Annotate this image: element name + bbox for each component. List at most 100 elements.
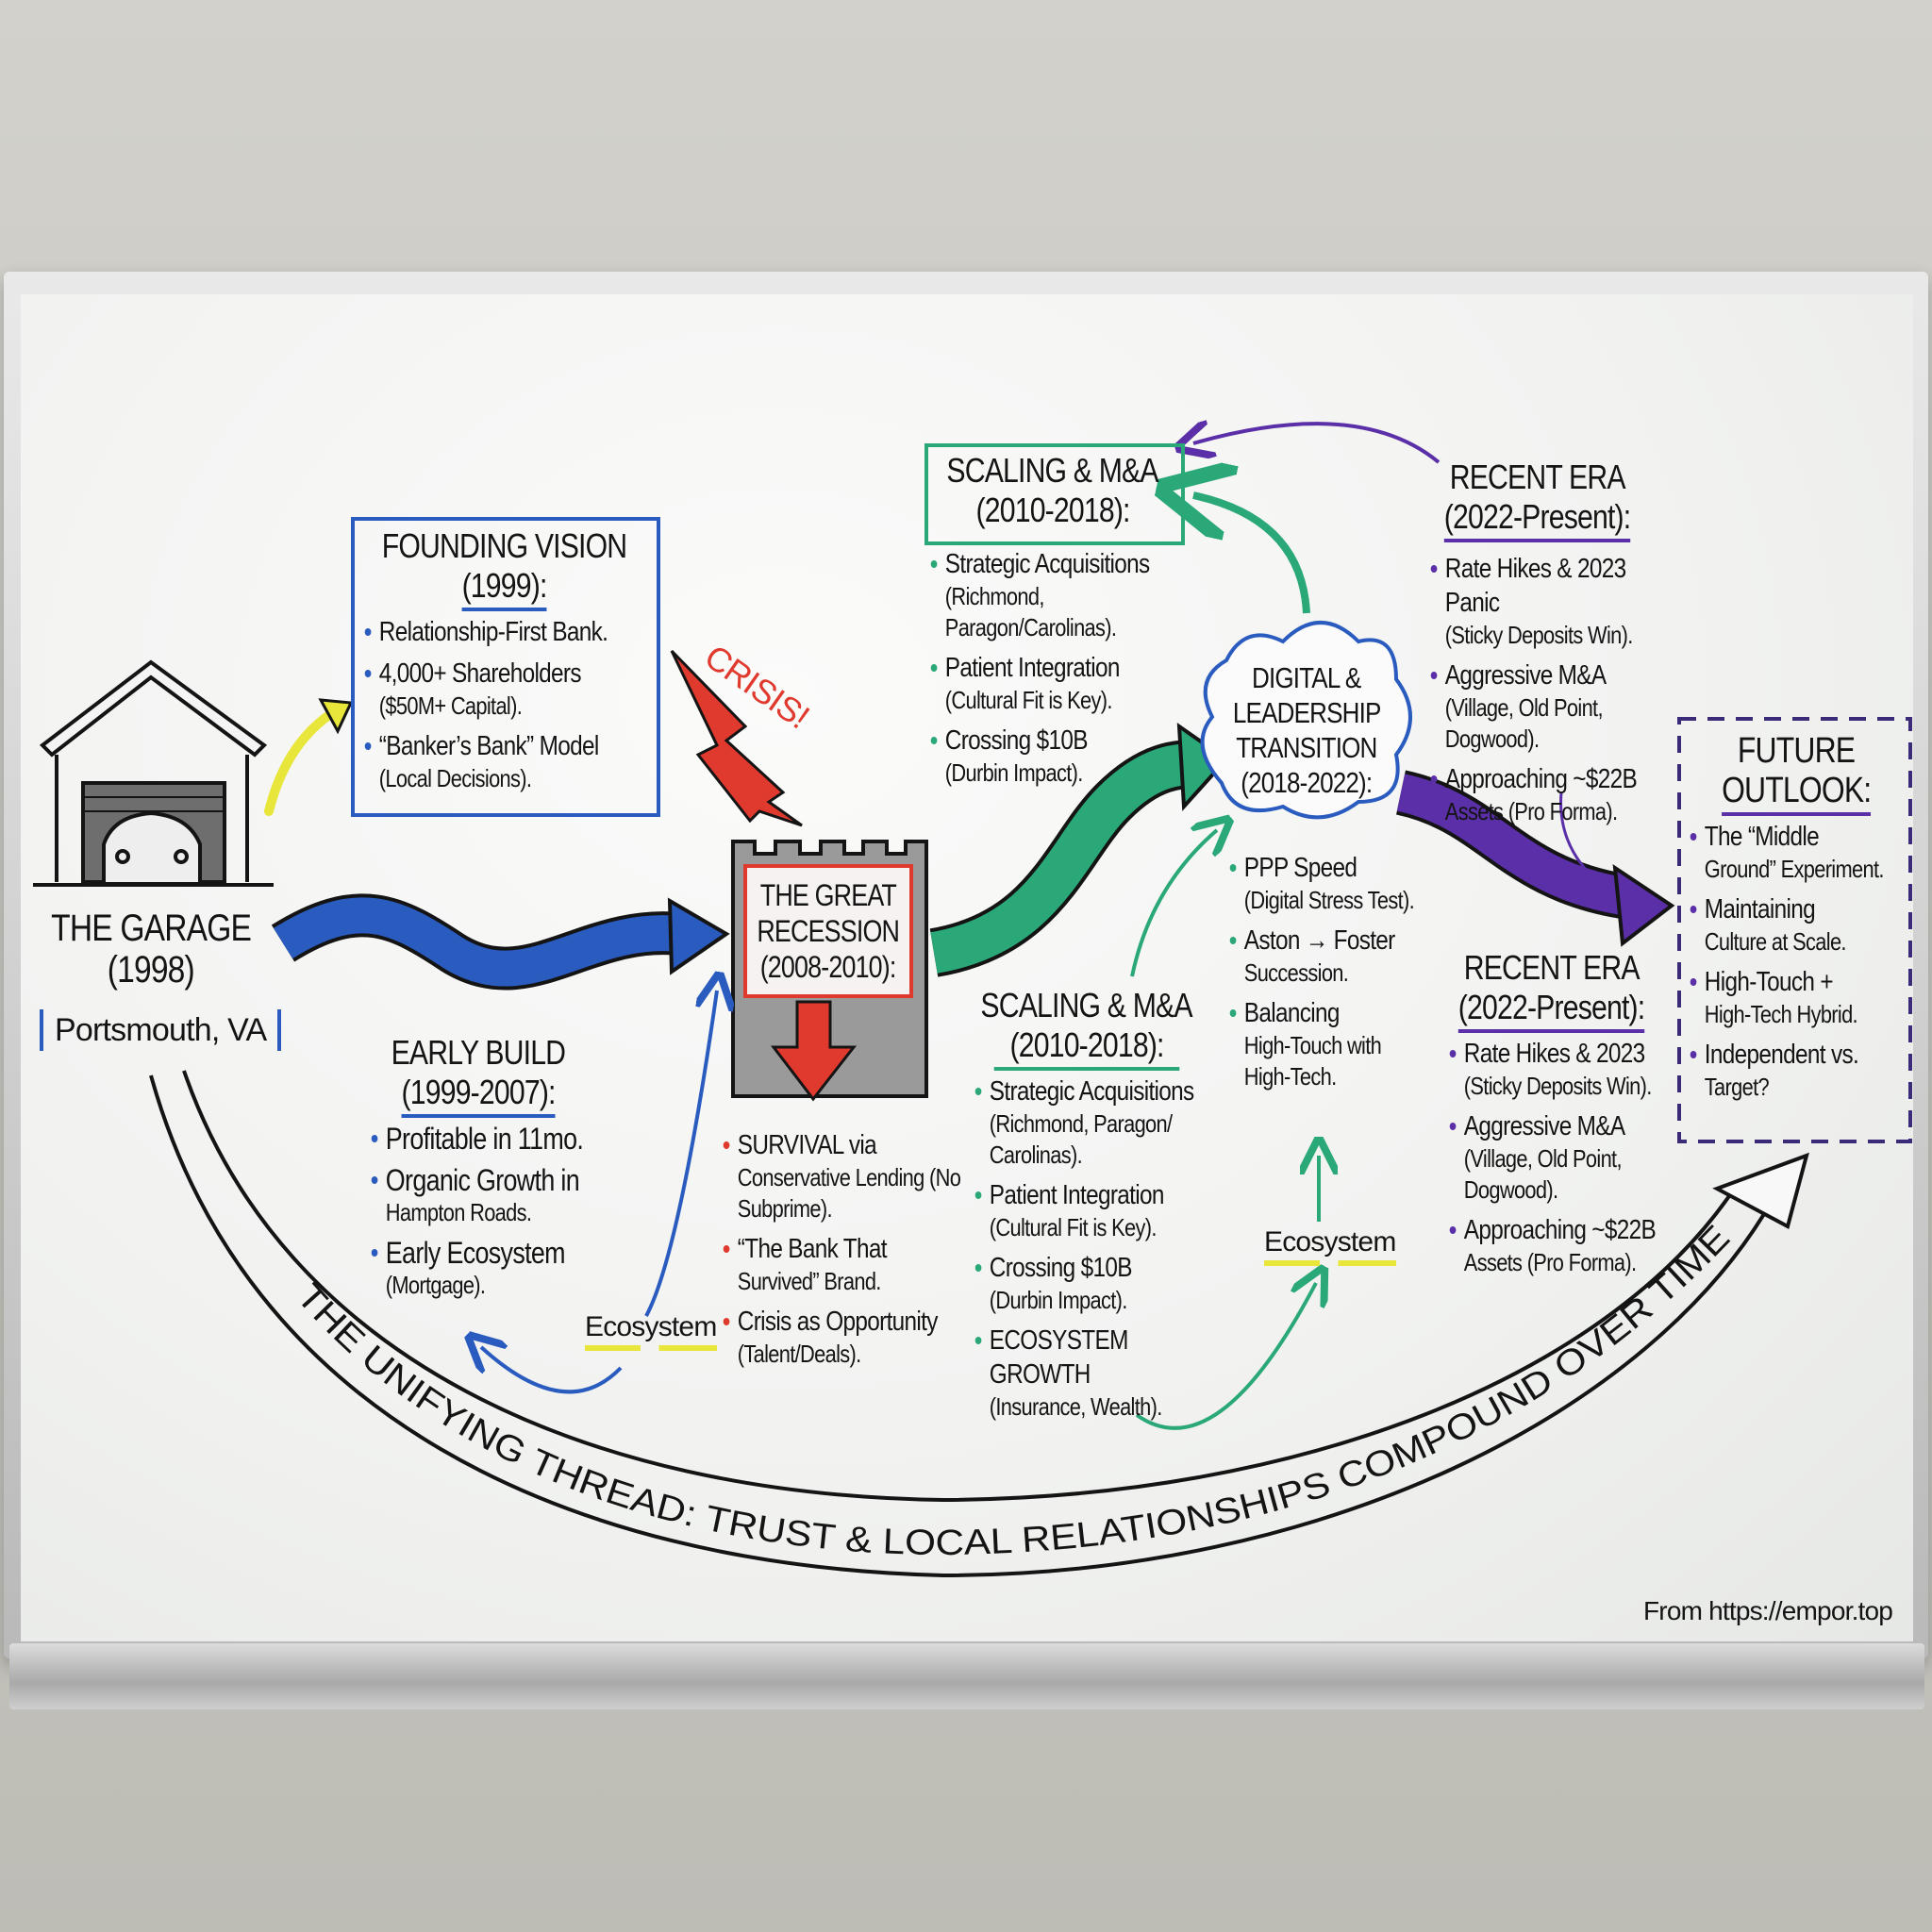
- bullet-text: Rate Hikes & 2023: [1463, 1039, 1645, 1069]
- bullet-item: Rate Hikes & 2023 Panic(Sticky Deposits …: [1429, 552, 1670, 651]
- title-line: RECESSION: [757, 914, 901, 948]
- bullet-text: Relationship-First Bank.: [378, 617, 608, 647]
- bullet-dot-icon: [974, 1264, 982, 1272]
- cloud-shape: [1200, 621, 1412, 820]
- bullet-text: Approaching ~$22B: [1463, 1215, 1657, 1245]
- bullet-item: Aggressive M&A(Village, Old Point, Dogwo…: [1429, 658, 1670, 755]
- castle-icon: [731, 840, 928, 1102]
- bullet-subtext: (Richmond, Paragon/Carolinas).: [944, 582, 1117, 641]
- bullet-text: Independent vs.: [1704, 1040, 1859, 1070]
- bullet-text: Patient Integration: [989, 1180, 1165, 1210]
- bullet-subtext: Succession.: [1243, 958, 1349, 987]
- section-title: FOUNDING VISION: [382, 526, 627, 565]
- bullet-item: 4,000+ Shareholders($50M+ Capital).: [363, 657, 646, 722]
- bullet-subtext: (Village, Old Point, Dogwood).: [1463, 1144, 1623, 1204]
- bullet-dot-icon: [1690, 1051, 1697, 1058]
- bullet-dot-icon: [930, 737, 938, 744]
- source-credit: From https://empor.top: [1643, 1596, 1893, 1625]
- bullet-item: Rate Hikes & 2023(Sticky Deposits Win).: [1448, 1037, 1674, 1102]
- garage-icon: [33, 659, 274, 887]
- bullet-item: Crossing $10B(Durbin Impact).: [974, 1251, 1221, 1316]
- section-year: (2022-Present):: [1444, 497, 1632, 542]
- bullet-text: Strategic Acquisitions: [944, 549, 1150, 579]
- bullet-subtext: (Mortgage).: [385, 1271, 486, 1299]
- bullet-dot-icon: [371, 1135, 378, 1142]
- bullet-dot-icon: [723, 1245, 730, 1253]
- bullet-dot-icon: [723, 1141, 730, 1149]
- section-year: (2022-Present):: [1458, 988, 1646, 1033]
- garage-label: THE GARAGE (1998): [38, 908, 264, 991]
- bullet-subtext: (Local Decisions).: [378, 764, 532, 792]
- garage-location: Portsmouth, VA: [40, 1009, 282, 1051]
- section-title: RECENT ERA: [1464, 948, 1641, 987]
- ecosystem-text: Ecosystem: [1264, 1226, 1396, 1257]
- bullet-dot-icon: [930, 560, 938, 568]
- bullet-dot-icon: [1449, 1226, 1457, 1234]
- marker-tray: [9, 1643, 1924, 1709]
- title-line: (2018-2022):: [1241, 766, 1373, 799]
- bullet-dot-icon: [1690, 978, 1697, 986]
- bullet-text: PPP Speed: [1243, 853, 1357, 883]
- bullet-subtext: High-Tech Hybrid.: [1704, 1000, 1858, 1028]
- bullet-subtext: Conservative Lending (No Subprime).: [737, 1163, 961, 1223]
- bullet-text: Organic Growth in: [385, 1163, 580, 1197]
- bullet-subtext: Hampton Roads.: [385, 1198, 532, 1226]
- section-title: EARLY BUILD: [391, 1033, 566, 1072]
- bullet-text: 4,000+ Shareholders: [378, 658, 582, 689]
- bullet-text: SURVIVAL via: [737, 1130, 877, 1160]
- bullet-text: Balancing: [1243, 998, 1341, 1028]
- ecosystem-label-left: Ecosystem: [585, 1311, 717, 1351]
- bullet-subtext: (Cultural Fit is Key).: [989, 1213, 1158, 1241]
- bullet-list: PPP Speed (Digital Stress Test). Aston → F…: [1228, 851, 1422, 1092]
- bullet-dot-icon: [1690, 833, 1697, 841]
- bullet-list: Strategic Acquisitions(Richmond, Paragon…: [929, 547, 1203, 789]
- bullet-text: ECOSYSTEM GROWTH: [989, 1325, 1129, 1390]
- bullet-dot-icon: [930, 664, 938, 672]
- bullet-item: Patient Integration (Cultural Fit is Key)…: [929, 651, 1203, 716]
- bullet-dot-icon: [1229, 937, 1237, 944]
- bullet-text: Early Ecosystem: [385, 1236, 566, 1270]
- bullet-list: Rate Hikes & 2023 Panic(Sticky Deposits …: [1429, 552, 1670, 827]
- section-year: (2010-2018):: [993, 1025, 1180, 1071]
- bullet-item: Strategic Acquisitions(Richmond, Paragon…: [974, 1074, 1221, 1171]
- title-line: TRANSITION: [1236, 731, 1377, 764]
- bullet-subtext: Assets (Pro Forma).: [1444, 797, 1618, 825]
- bullet-text: “The Bank That: [737, 1234, 888, 1264]
- bullet-dot-icon: [1430, 775, 1438, 783]
- bullet-item: Early Ecosystem(Mortgage).: [370, 1236, 643, 1301]
- bullet-subtext: (Cultural Fit is Key).: [944, 686, 1113, 714]
- bullet-text: Crisis as Opportunity: [737, 1307, 939, 1337]
- bullet-subtext: (Insurance, Wealth).: [989, 1392, 1162, 1421]
- bullet-dot-icon: [723, 1318, 730, 1325]
- bullet-subtext: (Digital Stress Test).: [1243, 886, 1415, 914]
- bullet-item: Crossing $10B(Durbin Impact).: [929, 724, 1203, 789]
- bullet-item: Profitable in 11mo.: [370, 1122, 643, 1156]
- bullet-item: PPP Speed (Digital Stress Test).: [1228, 851, 1422, 916]
- bullet-dot-icon: [364, 628, 372, 636]
- section-title: RECENT ERA: [1450, 458, 1626, 496]
- section-year: (1999-2007):: [401, 1073, 556, 1118]
- bullet-text: Rate Hikes & 2023 Panic: [1444, 554, 1626, 618]
- scaling-bottom: SCALING & M&A(2010-2018): Strategic Acqu…: [974, 986, 1221, 1430]
- bullet-text: Patient Integration: [944, 653, 1121, 683]
- bullet-subtext: (Durbin Impact).: [989, 1286, 1127, 1314]
- bullet-dot-icon: [1690, 906, 1697, 913]
- bullet-dot-icon: [974, 1337, 982, 1344]
- crisis-lightning-arrow: [670, 649, 803, 827]
- bullet-item: Aggressive M&A(Village, Old Point, Dogwo…: [1448, 1109, 1674, 1206]
- bullet-dot-icon: [364, 742, 372, 750]
- bullet-text: Strategic Acquisitions: [989, 1076, 1194, 1107]
- bullet-subtext: (Talent/Deals).: [737, 1340, 861, 1368]
- bullet-item: Patient Integration (Cultural Fit is Key)…: [974, 1178, 1221, 1243]
- garage-title: THE GARAGE: [51, 908, 252, 949]
- scaling-top: SCALING & M&A(2010-2018): Strategic Acqu…: [929, 451, 1203, 796]
